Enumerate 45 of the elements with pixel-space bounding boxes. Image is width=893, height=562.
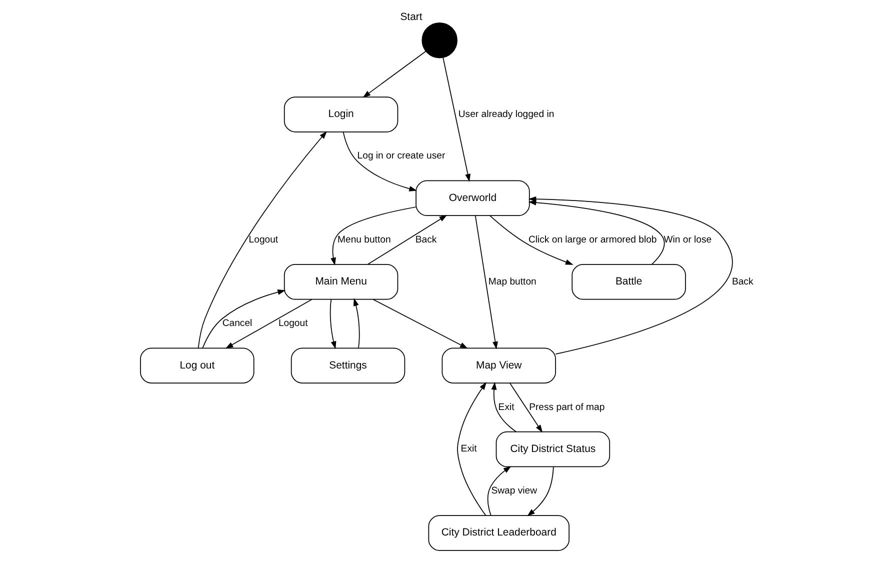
node-box: Settings	[290, 348, 405, 384]
edge-label: Press part of map	[528, 402, 604, 413]
node-box: Overworld	[415, 180, 530, 216]
arrow	[508, 382, 542, 433]
edge-label: Back	[414, 234, 436, 246]
edge-label: Swap view	[490, 486, 537, 497]
arrow	[490, 382, 516, 432]
edge-label: Cancel	[222, 318, 252, 330]
arrow	[202, 290, 286, 348]
arrow	[528, 200, 664, 265]
node-box: Battle	[571, 264, 686, 300]
arrow	[329, 298, 336, 350]
arrow	[474, 215, 498, 350]
arrow	[362, 50, 426, 98]
arrow	[442, 57, 470, 182]
node-label: Start	[400, 12, 422, 23]
arrow	[330, 206, 416, 266]
node-circle	[421, 22, 457, 58]
edge-label: Back	[731, 276, 753, 288]
arrow	[197, 131, 326, 348]
arrow	[372, 298, 468, 349]
node-box: City District Status	[495, 431, 610, 468]
node-box: Map View	[441, 348, 556, 384]
edge-label: Exit	[498, 402, 514, 413]
node-box: Log out	[140, 348, 254, 384]
edge-label: Win or lose	[663, 234, 712, 246]
arrow	[486, 466, 511, 516]
edge-label: Menu button	[337, 234, 390, 246]
edge-label: Map button	[488, 276, 536, 288]
edge-label: Log in or create user	[356, 150, 445, 162]
arrow	[526, 466, 554, 516]
edge-label: Exit	[460, 444, 476, 455]
arrow	[224, 298, 312, 349]
node-box: City District Leaderboard	[428, 515, 570, 551]
edge-label: Click on large or armored blob	[528, 234, 656, 246]
node-box: Login	[283, 96, 398, 132]
edge-label: Logout	[248, 234, 278, 246]
arrow	[366, 214, 447, 265]
arrow	[342, 132, 417, 192]
node-box: Main Menu	[283, 264, 398, 300]
edge-label: Logout	[278, 318, 308, 330]
arrow	[352, 298, 360, 348]
arrow	[489, 215, 573, 265]
arrow	[456, 382, 486, 516]
edge-label: User already logged in	[458, 108, 554, 120]
